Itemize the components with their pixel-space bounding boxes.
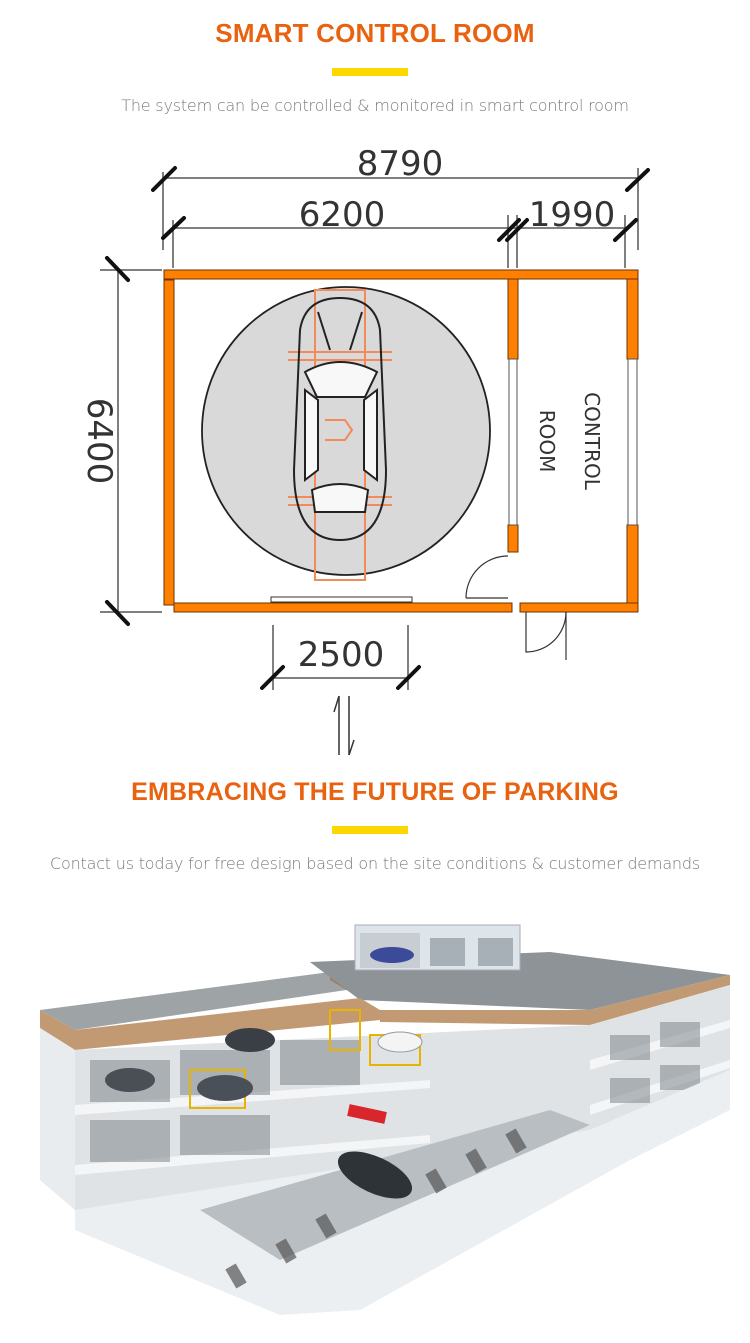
car-outline <box>292 296 388 542</box>
parking-garage-illustration <box>40 924 730 1315</box>
section-title-future-of-parking: EMBRACING THE FUTURE OF PARKING <box>131 778 619 806</box>
section-title-smart-control-room: SMART CONTROL ROOM <box>215 18 535 48</box>
section-subtitle-control-room: The system can be controlled & monitored… <box>121 96 629 115</box>
dim-depth: 6400 <box>79 398 119 485</box>
dim-total-width: 8790 <box>357 144 444 184</box>
title-divider <box>332 68 408 76</box>
dim-control-room-width: 1990 <box>529 195 616 235</box>
entry-exit-arrows-icon <box>333 695 355 756</box>
section-subtitle-contact: Contact us today for free design based o… <box>50 854 700 873</box>
floor-plan-diagram: 8790 6200 1990 6400 2500 <box>79 144 650 756</box>
title-divider-2 <box>332 826 408 834</box>
control-room-label-line2: ROOM <box>535 410 559 473</box>
dim-entrance-width: 2500 <box>298 635 385 675</box>
control-room-label-line1: CONTROL <box>580 392 604 491</box>
dim-parking-width: 6200 <box>299 195 386 235</box>
